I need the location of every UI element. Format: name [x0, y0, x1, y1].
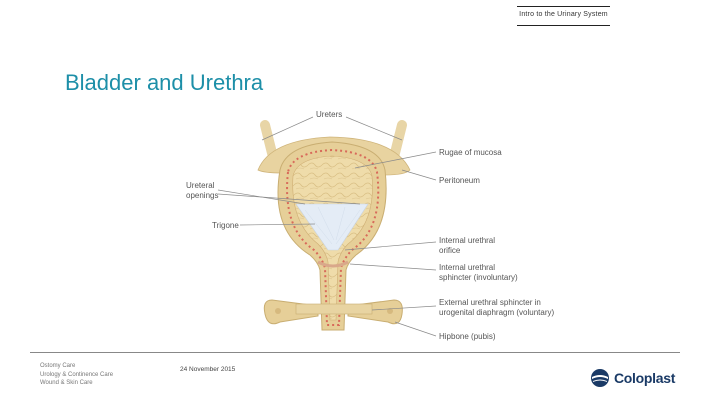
label-peritoneum: Peritoneum: [439, 176, 480, 185]
brand-logo: Coloplast: [590, 368, 675, 388]
label-internal-orifice-2: orifice: [439, 246, 461, 255]
trigone: [295, 203, 369, 251]
label-external-sphincter-2: urogenital diaphragm (voluntary): [439, 308, 555, 317]
label-ureteral-openings-2: openings: [186, 191, 218, 200]
slide-title: Bladder and Urethra: [65, 70, 264, 95]
label-hipbone: Hipbone (pubis): [439, 332, 496, 341]
brand-name: Coloplast: [614, 370, 676, 386]
label-internal-orifice-1: Internal urethral: [439, 236, 495, 245]
label-external-sphincter-1: External urethral sphincter in: [439, 298, 541, 307]
division-urology: Urology & Continence Care: [40, 371, 114, 378]
footer-divisions: Ostomy Care Urology & Continence Care Wo…: [40, 362, 113, 388]
label-ureteral-openings-1: Ureteral: [186, 181, 215, 190]
urogenital-diaphragm: [295, 303, 373, 315]
section-header: Intro to the Urinary System: [517, 6, 610, 26]
footer-date: 24 November 2015: [180, 366, 236, 373]
label-internal-sphincter-2: sphincter (involuntary): [439, 273, 518, 282]
peritoneum-lining: [286, 148, 380, 326]
label-internal-sphincter-1: Internal urethral: [439, 263, 495, 272]
footer-divider: [30, 352, 680, 353]
division-wound: Wound & Skin Care: [40, 380, 93, 386]
coloplast-logo-icon: [591, 369, 609, 387]
label-rugae: Rugae of mucosa: [439, 148, 502, 157]
internal-sphincter: [317, 260, 349, 268]
section-label: Intro to the Urinary System: [519, 11, 608, 18]
division-ostomy: Ostomy Care: [40, 363, 76, 369]
label-ureters: Ureters: [316, 110, 342, 119]
label-trigone: Trigone: [212, 221, 239, 230]
